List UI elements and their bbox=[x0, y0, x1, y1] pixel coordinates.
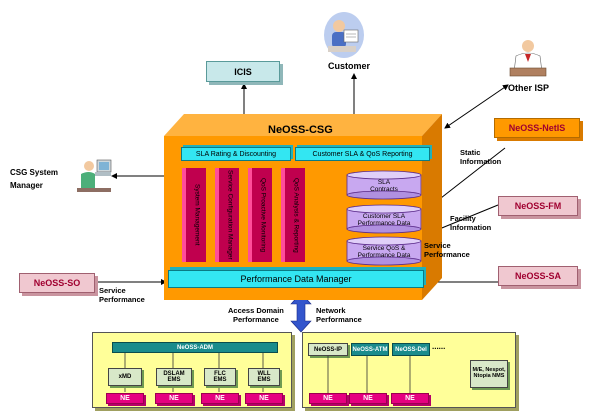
cylinder-sla-contracts: SLA Contracts bbox=[346, 170, 422, 200]
network-performance-label: Network Performance bbox=[316, 306, 362, 325]
module-qos-proactive-monitoring: QoS Proactive Monitoring bbox=[248, 168, 272, 262]
double-arrow-network bbox=[290, 292, 312, 333]
nms-box: M/E, Nespot, Ntopia NMS bbox=[470, 360, 508, 388]
ems-xmd: xMD bbox=[108, 368, 142, 386]
arrow-netis-to-csg bbox=[431, 147, 506, 206]
ems-dslam: DSLAM EMS bbox=[156, 368, 192, 386]
ems-wll: WLL EMS bbox=[248, 368, 280, 386]
icis-box: ICIS bbox=[206, 61, 280, 82]
customer-icon bbox=[322, 8, 366, 60]
arrow-fm-to-csg bbox=[431, 204, 499, 233]
adm-connectors bbox=[124, 353, 264, 392]
csg-block-side-face bbox=[422, 114, 442, 300]
ne-adm-3: NE bbox=[201, 393, 239, 404]
ellipsis-label: ...... bbox=[432, 342, 446, 351]
icis-label: ICIS bbox=[234, 66, 252, 77]
neoss-sa-box: NeOSS-SA bbox=[498, 266, 578, 286]
other-isp-icon bbox=[508, 38, 548, 80]
customer-label: Customer bbox=[328, 61, 371, 71]
ne-adm-2: NE bbox=[155, 393, 193, 404]
neoss-del-box: NeOSS-Del bbox=[392, 343, 430, 356]
right-service-performance-label: Service Performance bbox=[424, 241, 470, 259]
performance-data-manager-box: Performance Data Manager bbox=[168, 270, 424, 288]
neoss-netis-box: NeOSS-NetIS bbox=[494, 118, 580, 138]
neoss-atm-box: NeOSS-ATM bbox=[351, 343, 389, 356]
csg-block-top-face bbox=[164, 114, 442, 136]
ne-net-2: NE bbox=[349, 393, 387, 404]
access-domain-performance-label: Access Domain Performance bbox=[228, 306, 284, 325]
static-information-label: Static Information bbox=[460, 148, 502, 166]
neoss-fm-box: NeOSS-FM bbox=[498, 196, 578, 216]
neoss-adm-bar: NeOSS-ADM bbox=[112, 342, 278, 353]
other-isp-label: Other ISP bbox=[508, 83, 550, 93]
ne-net-1: NE bbox=[309, 393, 347, 404]
module-qos-analysis-reporting: QoS Analysis & Reporting bbox=[281, 168, 305, 262]
cylinder-service-qos-data: Service QoS & Performance Data bbox=[346, 236, 422, 266]
csg-system-manager-label: CSG System Manager bbox=[10, 168, 59, 190]
network-connectors bbox=[327, 356, 411, 393]
ne-net-3: NE bbox=[391, 393, 429, 404]
neoss-ip-box: NeOSS-IP bbox=[308, 343, 348, 356]
arrow-csg-to-other-isp bbox=[444, 84, 509, 129]
customer-sla-qos-box: Customer SLA & QoS Reporting bbox=[295, 147, 430, 161]
ne-adm-4: NE bbox=[245, 393, 283, 404]
sla-rating-box: SLA Rating & Discounting bbox=[181, 147, 291, 161]
neoss-so-box: NeOSS-SO bbox=[19, 273, 95, 293]
module-service-configuration-manager: Service Configuration Manager bbox=[215, 168, 239, 262]
module-system-management: System Management bbox=[182, 168, 206, 262]
ne-adm-1: NE bbox=[106, 393, 144, 404]
cylinder-customer-sla-data: Customer SLA Performance Data bbox=[346, 204, 422, 234]
ems-flc: FLC EMS bbox=[204, 368, 236, 386]
system-manager-icon bbox=[75, 154, 113, 198]
left-service-performance-label: Service Performance bbox=[99, 286, 145, 305]
csg-title: NeOSS-CSG bbox=[268, 124, 333, 136]
facility-information-label: Facility Information bbox=[450, 214, 492, 232]
